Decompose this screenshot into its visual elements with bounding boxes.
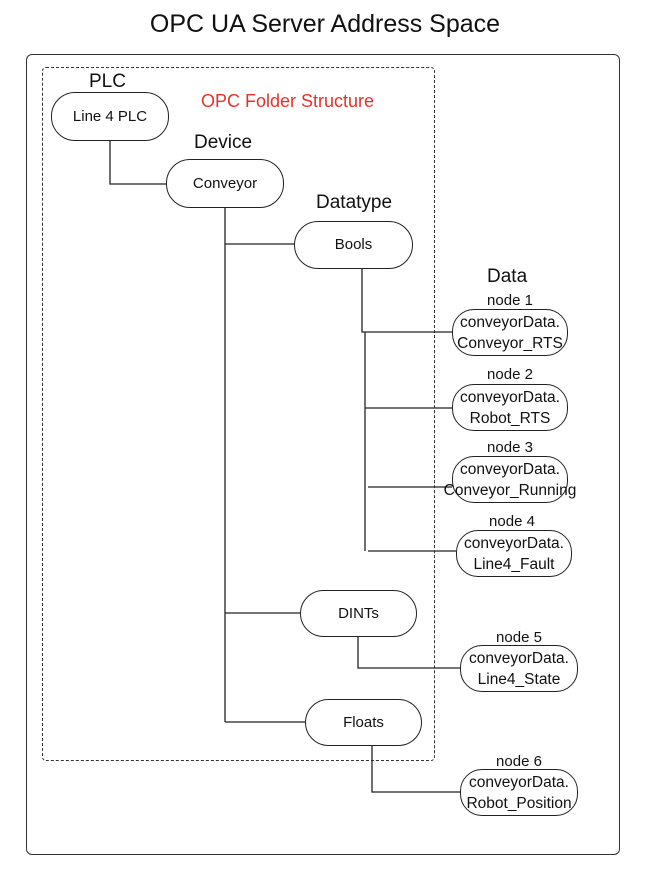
data-node-1-id: node 1 bbox=[487, 292, 533, 309]
folder-structure-label: OPC Folder Structure bbox=[201, 91, 375, 111]
plc-heading: PLC bbox=[89, 71, 126, 92]
data-node-6-id: node 6 bbox=[496, 753, 542, 770]
data-node-line2: Line4_State bbox=[477, 670, 561, 688]
data-node-2-id: node 2 bbox=[487, 366, 533, 383]
data-node-2[interactable]: conveyorData. Robot_RTS bbox=[452, 384, 568, 431]
datatype-node-label: Bools bbox=[334, 236, 373, 253]
datatype-node-label: DINTs bbox=[338, 604, 379, 622]
device-node-label: Conveyor bbox=[192, 174, 258, 192]
data-node-line1: conveyorData. bbox=[460, 388, 560, 406]
data-node-line1: conveyorData. bbox=[469, 649, 569, 667]
plc-node-label: Line 4 PLC bbox=[72, 107, 148, 125]
connector-plc-device bbox=[109, 141, 166, 185]
device-node-conveyor[interactable]: Conveyor bbox=[166, 159, 284, 208]
data-node-line1: conveyorData. bbox=[464, 534, 564, 552]
data-node-line1: conveyorData. bbox=[460, 460, 560, 478]
connector-floats-node6 bbox=[371, 746, 460, 793]
data-node-4[interactable]: conveyorData. Line4_Fault bbox=[456, 530, 572, 577]
datatype-node-floats[interactable]: Floats bbox=[305, 699, 422, 746]
data-node-5[interactable]: conveyorData. Line4_State bbox=[460, 645, 578, 692]
connector-bools-node1 bbox=[361, 269, 452, 333]
data-node-3[interactable]: conveyorData. Conveyor_Running bbox=[444, 456, 576, 503]
datatype-heading: Datatype bbox=[316, 192, 393, 213]
data-node-line1: conveyorData. bbox=[469, 773, 569, 791]
datatype-node-bools[interactable]: Bools bbox=[294, 221, 413, 269]
datatype-node-label: Floats bbox=[343, 713, 384, 731]
device-heading: Device bbox=[194, 132, 253, 153]
data-node-5-id: node 5 bbox=[496, 629, 542, 646]
data-node-4-id: node 4 bbox=[489, 513, 535, 530]
data-heading: Data bbox=[487, 266, 528, 287]
datatype-node-dints[interactable]: DINTs bbox=[300, 590, 417, 637]
connector-dints-node5 bbox=[357, 637, 460, 669]
data-node-line2: Robot_RTS bbox=[469, 409, 551, 427]
data-node-line1: conveyorData. bbox=[460, 313, 560, 331]
data-node-line2: Robot_Position bbox=[466, 794, 572, 812]
data-node-3-id: node 3 bbox=[487, 439, 533, 456]
data-node-line2: Conveyor_Running bbox=[443, 481, 577, 499]
data-node-line2: Conveyor_RTS bbox=[457, 334, 563, 352]
diagram-title: OPC UA Server Address Space bbox=[149, 10, 501, 38]
data-node-1[interactable]: conveyorData. Conveyor_RTS bbox=[452, 309, 568, 356]
data-node-6[interactable]: conveyorData. Robot_Position bbox=[460, 769, 578, 816]
data-node-line2: Line4_Fault bbox=[473, 555, 555, 573]
server-address-space-box bbox=[26, 54, 620, 855]
opc-folder-structure-box bbox=[42, 67, 435, 761]
plc-node-line-4-plc[interactable]: Line 4 PLC bbox=[51, 92, 169, 141]
